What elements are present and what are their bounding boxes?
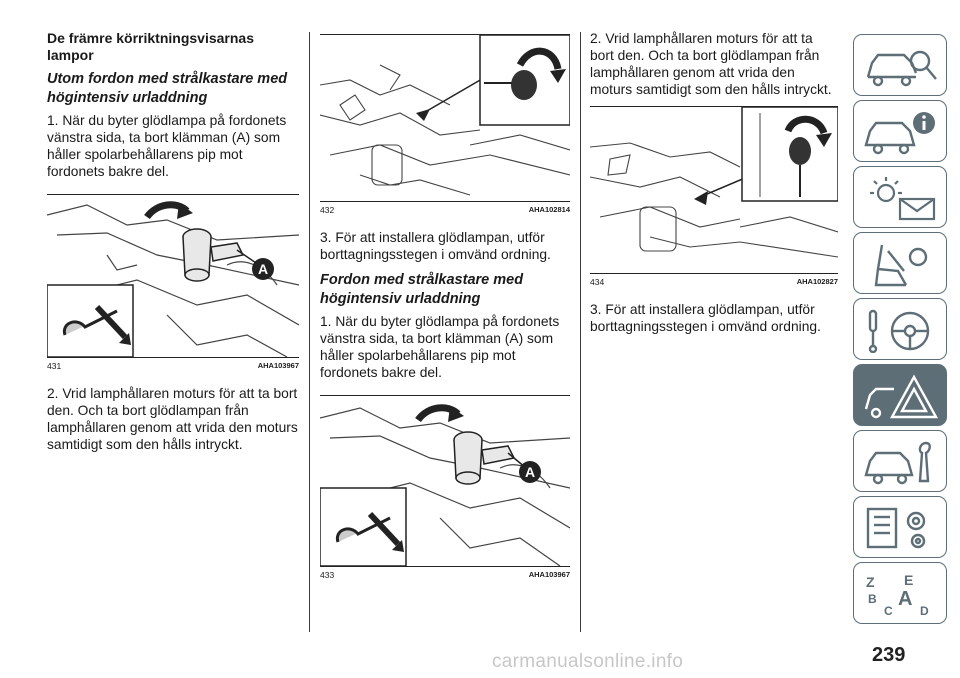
section-heading: De främre körriktningsvisarnas lampor [47,30,254,63]
callout-a-badge [519,461,541,483]
svg-text:D: D [920,604,929,617]
step-3-text: 3. För att installera glödlampan, utför … [320,230,551,262]
alphabet-index-icon: Z E B A C D [866,572,929,617]
subsection-heading: Utom fordon med strålkastare med höginte… [47,71,288,106]
figure-number: 434 [590,277,605,287]
step-2-text: 2. Vrid lamphållaren moturs för att ta b… [47,386,298,452]
figure-431: A [47,194,299,358]
bulb-holder-illustration [320,35,570,196]
figure-code: AHA102827 [796,277,838,286]
figure-432-caption: 432 AHA102814 [320,205,570,215]
page-number: 239 [872,644,906,666]
headlamp-clip-illustration: A [47,201,299,357]
watermark: carmanualsonline.info [492,651,684,672]
car-breakdown-warning-icon [864,374,938,419]
figure-433-caption: 433 AHA103967 [320,570,570,580]
column-3: 2. Vrid lamphållaren moturs för att ta b… [590,30,838,343]
data-gears-icon [866,507,926,549]
figure-number: 433 [320,570,335,580]
car-magnifier-icon [866,50,937,87]
chapter-tab-safety[interactable] [853,232,947,294]
chapter-tab-technical-data[interactable] [853,496,947,558]
svg-text:B: B [868,592,877,606]
figure-number: 432 [320,205,335,215]
svg-text:E: E [904,572,913,588]
column-divider [309,32,310,632]
figure-431-caption: 431 AHA103967 [47,361,299,371]
svg-text:A: A [898,588,912,610]
step-1-text: 1. När du byter glödlampa på fordonets v… [47,113,287,179]
figure-433: A [320,395,570,567]
column-1: De främre körriktningsvisarnas lampor Ut… [47,30,299,461]
figure-432 [320,34,570,202]
figure-number: 431 [47,361,62,371]
callout-a-badge [252,258,274,280]
chapter-tab-emergency[interactable] [853,364,947,426]
svg-text:A: A [258,261,268,277]
chapter-tab-car-info[interactable] [853,100,947,162]
column-2: 432 AHA102814 3. För att installera glöd… [320,30,570,594]
car-info-icon [864,112,935,155]
car-wrench-icon [864,441,931,485]
steering-wheel-key-icon [868,309,930,353]
step-2-text: 2. Vrid lamphållaren moturs för att ta b… [590,31,832,97]
figure-434-caption: 434 AHA102827 [590,277,838,287]
figure-code: AHA102814 [528,205,570,214]
chapter-tab-index[interactable]: Z E B A C D [853,562,947,624]
svg-text:Z: Z [866,574,875,590]
step-3-text: 3. För att installera glödlampan, utför … [590,302,821,334]
warning-light-envelope-icon [870,177,936,221]
svg-text:A: A [525,464,535,480]
headlamp-clip-illustration: A [320,404,570,566]
figure-code: AHA103967 [257,361,299,370]
figure-code: AHA103967 [528,570,570,579]
chapter-tab-starting-driving[interactable] [853,298,947,360]
chapter-tab-maintenance[interactable] [853,430,947,492]
column-divider [580,32,581,632]
chapter-tab-warning-lights[interactable] [853,166,947,228]
figure-434 [590,106,838,274]
seat-airbag-icon [874,244,928,287]
svg-text:C: C [884,604,893,617]
chapter-tab-car-inspection[interactable] [853,34,947,96]
subsection-heading: Fordon med strålkastare med högintensiv … [320,272,524,307]
bulb-holder-illustration [590,107,838,258]
step-1-text: 1. När du byter glödlampa på fordonets v… [320,314,560,380]
